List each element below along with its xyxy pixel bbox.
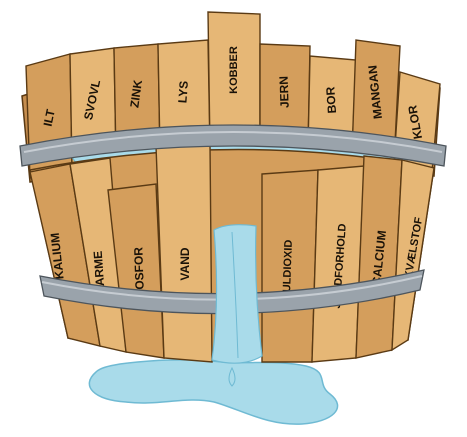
front-stave-label: VAND bbox=[178, 247, 192, 280]
back-stave-label: KOBBER bbox=[228, 46, 240, 94]
back-stave-label: JERN bbox=[277, 76, 292, 108]
back-stave-label: LYS bbox=[175, 80, 191, 103]
water-puddle bbox=[89, 360, 337, 424]
back-stave-label: BOR bbox=[323, 86, 339, 114]
